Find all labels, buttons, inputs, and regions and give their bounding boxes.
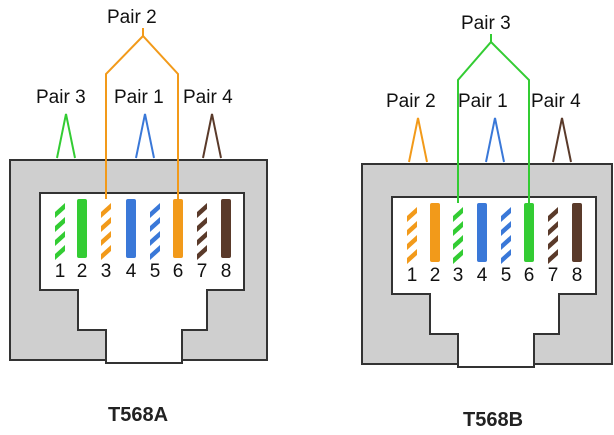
wire-pin-5-t568a xyxy=(150,199,160,258)
standard-caption-t568b: T568B xyxy=(463,409,524,431)
wire-stripe-7-1-t568b xyxy=(548,221,558,236)
pin-number-5-t568b: 5 xyxy=(500,265,512,286)
pair-v-3-t568a xyxy=(202,113,222,159)
pin-number-3-t568b: 3 xyxy=(452,265,464,286)
wire-stripe-7-0-t568a xyxy=(197,203,207,218)
pin-number-6-t568a: 6 xyxy=(172,261,184,282)
wire-stripe-3-0-t568b xyxy=(453,207,463,222)
pair-v-1-t568b xyxy=(408,117,428,163)
wire-stripe-7-2-t568b xyxy=(548,235,558,250)
wire-stripe-5-3-t568b xyxy=(501,249,511,264)
wire-stripe-7-3-t568a xyxy=(197,245,207,260)
wire-stripe-1-3-t568b xyxy=(407,249,417,264)
wire-stripe-3-1-t568b xyxy=(453,221,463,236)
jack-opening-t568a xyxy=(39,192,245,364)
wire-pin-6-t568b xyxy=(524,203,534,262)
wire-stripe-1-3-t568a xyxy=(55,245,65,260)
wire-stripe-5-2-t568a xyxy=(150,231,160,246)
wire-pin-6-t568a xyxy=(173,199,183,258)
connector-housing-t568b xyxy=(361,163,613,365)
wire-stripe-5-1-t568a xyxy=(150,217,160,232)
wire-stripe-5-1-t568b xyxy=(501,221,511,236)
jack-opening-t568b xyxy=(391,196,597,368)
pair-label-right-t568a: Pair 4 xyxy=(183,87,233,108)
pair-v-2-t568b xyxy=(485,117,505,163)
wire-stripe-1-2-t568a xyxy=(55,231,65,246)
pin-number-1-t568b: 1 xyxy=(406,265,418,286)
wire-pin-4-t568a xyxy=(126,199,136,258)
pin-number-8-t568a: 8 xyxy=(220,261,232,282)
wire-stripe-7-3-t568b xyxy=(548,249,558,264)
wire-pin-2-t568a xyxy=(77,199,87,258)
pin-number-7-t568b: 7 xyxy=(547,265,559,286)
wire-pin-1-t568b xyxy=(407,203,417,262)
wire-pin-8-t568b xyxy=(572,203,582,262)
wire-pin-8-t568a xyxy=(221,199,231,258)
pin-number-5-t568a: 5 xyxy=(149,261,161,282)
pin-number-7-t568a: 7 xyxy=(196,261,208,282)
pin-number-4-t568a: 4 xyxy=(125,261,137,282)
pair-label-right-t568b: Pair 4 xyxy=(531,91,581,112)
wire-stripe-1-0-t568a xyxy=(55,203,65,218)
wire-stripe-1-0-t568b xyxy=(407,207,417,222)
pin-number-1-t568a: 1 xyxy=(54,261,66,282)
pin-number-2-t568a: 2 xyxy=(76,261,88,282)
pair-label-left-t568b: Pair 2 xyxy=(386,91,436,112)
wire-stripe-7-1-t568a xyxy=(197,217,207,232)
wire-pin-5-t568b xyxy=(501,203,511,262)
wire-pin-7-t568b xyxy=(548,203,558,262)
wire-stripe-1-1-t568a xyxy=(55,217,65,232)
wire-stripe-1-2-t568b xyxy=(407,235,417,250)
connector-housing-t568a xyxy=(9,159,268,361)
wire-pin-7-t568a xyxy=(197,199,207,258)
wire-pin-4-t568b xyxy=(477,203,487,262)
wire-pin-2-t568b xyxy=(430,203,440,262)
wire-stripe-3-2-t568a xyxy=(101,231,111,246)
wire-stripe-5-0-t568a xyxy=(150,203,160,218)
wire-stripe-7-2-t568a xyxy=(197,231,207,246)
wire-stripe-1-1-t568b xyxy=(407,221,417,236)
wire-pin-1-t568a xyxy=(55,199,65,258)
pair-label-top-t568a: Pair 2 xyxy=(107,7,157,28)
wire-stripe-5-2-t568b xyxy=(501,235,511,250)
pair-v-1-t568a xyxy=(56,113,76,159)
pin-number-8-t568b: 8 xyxy=(571,265,583,286)
top-pair-lines-t568b xyxy=(457,40,530,203)
pair-label-top-t568b: Pair 3 xyxy=(461,13,511,34)
pin-number-4-t568b: 4 xyxy=(476,265,488,286)
wire-stripe-5-3-t568a xyxy=(150,245,160,260)
wire-stripe-5-0-t568b xyxy=(501,207,511,222)
wire-stripe-3-0-t568a xyxy=(101,203,111,218)
pair-label-mid-t568b: Pair 1 xyxy=(458,91,508,112)
pin-number-3-t568a: 3 xyxy=(100,261,112,282)
wire-stripe-7-0-t568b xyxy=(548,207,558,222)
pair-label-left-t568a: Pair 3 xyxy=(36,87,86,108)
pin-number-6-t568b: 6 xyxy=(523,265,535,286)
pair-label-mid-t568a: Pair 1 xyxy=(114,87,164,108)
pair-v-3-t568b xyxy=(552,117,572,163)
pair-v-2-t568a xyxy=(135,113,155,159)
wire-stripe-3-3-t568a xyxy=(101,245,111,260)
pin-number-2-t568b: 2 xyxy=(429,265,441,286)
standard-caption-t568a: T568A xyxy=(108,404,169,426)
wire-stripe-3-1-t568a xyxy=(101,217,111,232)
wire-stripe-3-3-t568b xyxy=(453,249,463,264)
top-pair-lines-t568a xyxy=(105,34,179,199)
wire-stripe-3-2-t568b xyxy=(453,235,463,250)
wire-pin-3-t568b xyxy=(453,203,463,262)
wire-pin-3-t568a xyxy=(101,199,111,258)
